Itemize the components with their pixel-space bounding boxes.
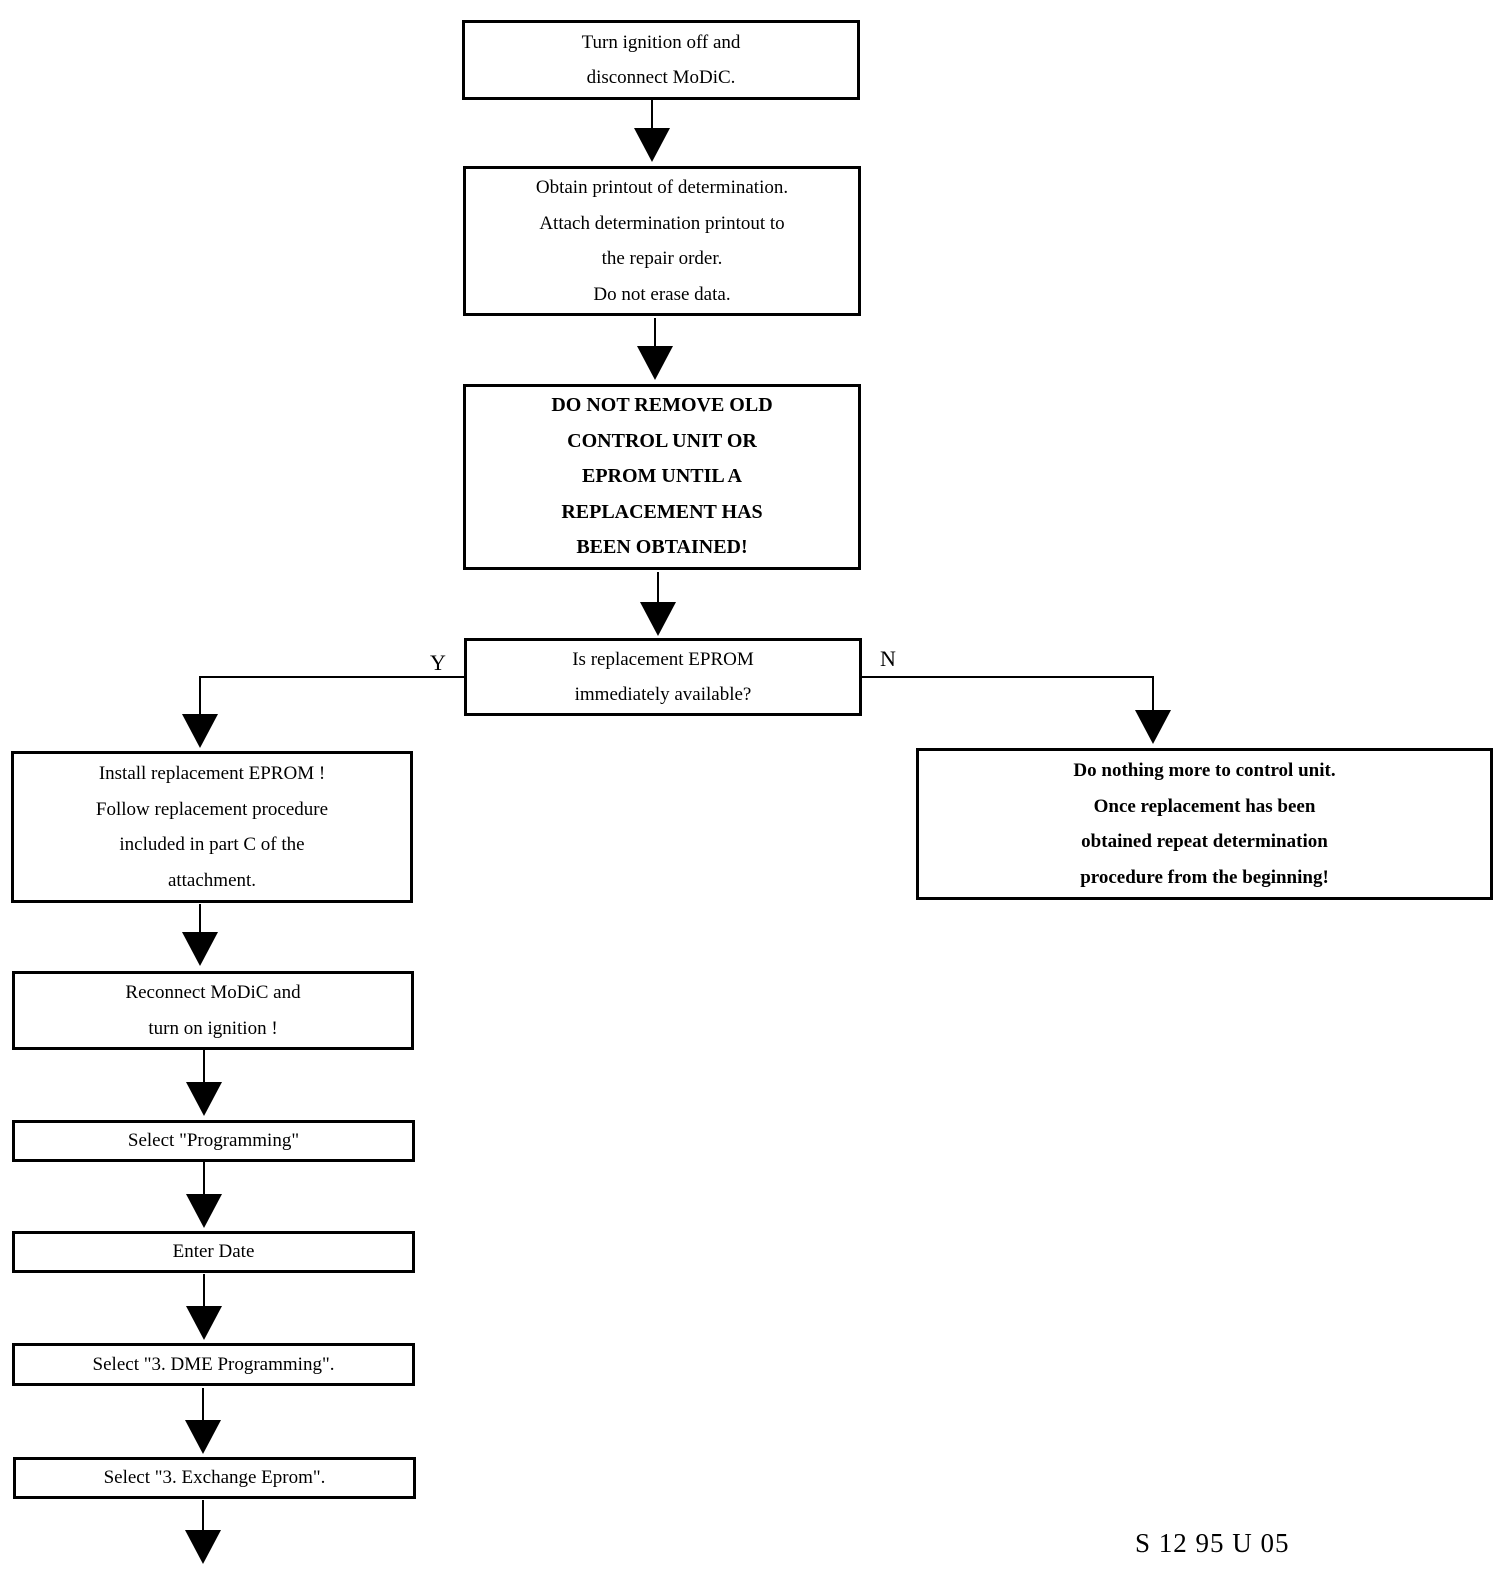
step-obtain-printout: Obtain printout of determination. Attach… (463, 166, 861, 316)
step-text-line: turn on ignition ! (148, 1017, 278, 1039)
arrowhead (182, 932, 218, 966)
step-text-line: obtained repeat determination (1081, 831, 1328, 852)
branch-label-no: N (880, 646, 896, 671)
step-reconnect-modic: Reconnect MoDiC and turn on ignition ! (12, 971, 414, 1050)
step-text-line: procedure from the beginning! (1080, 866, 1329, 888)
step-text-line: Once replacement has been (1093, 795, 1316, 817)
step-do-nothing: Do nothing more to control unit. Once re… (916, 748, 1493, 900)
warning-text-line: REPLACEMENT HAS (561, 500, 763, 523)
step-text: Select "3. Exchange Eprom". (103, 1467, 326, 1489)
step-install-replacement: Install replacement EPROM ! Follow repla… (11, 751, 413, 903)
decision-replacement-available: Is replacement EPROM immediately availab… (464, 638, 862, 716)
branch-label-yes: Y (430, 650, 446, 675)
step-text: Select "3. DME Programming". (92, 1353, 335, 1375)
arrowhead (1135, 710, 1171, 744)
step-text: Select "Programming" (127, 1130, 300, 1152)
step-turn-ignition-off: Turn ignition off and disconnect MoDiC. (462, 20, 860, 100)
decision-text-line: Is replacement EPROM (572, 648, 754, 670)
step-text-line: the repair order. (601, 248, 723, 269)
step-text-line: included in part C of the (119, 834, 305, 855)
connector-line-yes (199, 676, 465, 716)
arrowhead (186, 1306, 222, 1340)
arrowhead (185, 1420, 221, 1454)
step-enter-date: Enter Date (12, 1231, 415, 1273)
step-text-line: Install replacement EPROM ! (98, 763, 326, 784)
arrowhead (634, 128, 670, 162)
step-select-dme-programming: Select "3. DME Programming". (12, 1343, 415, 1386)
step-text-line: Attach determination printout to (539, 212, 785, 234)
step-text: Enter Date (172, 1241, 255, 1263)
step-select-exchange-eprom: Select "3. Exchange Eprom". (13, 1457, 416, 1499)
warning-text-line: CONTROL UNIT OR (567, 429, 757, 452)
step-text-line: Turn ignition off and (581, 31, 741, 53)
step-select-programming: Select "Programming" (12, 1120, 415, 1162)
arrowhead (640, 602, 676, 636)
step-warning: DO NOT REMOVE OLD CONTROL UNIT OR EPROM … (463, 384, 861, 570)
document-code: S 12 95 U 05 (1135, 1528, 1290, 1558)
step-text-line: Obtain printout of determination. (535, 177, 789, 198)
arrowhead (186, 1194, 222, 1228)
step-text-line: Reconnect MoDiC and (125, 982, 301, 1003)
step-text-line: Do not erase data. (593, 283, 731, 305)
arrowhead (182, 714, 218, 748)
connector-line-no (862, 676, 1154, 712)
warning-text-line: BEEN OBTAINED! (576, 536, 748, 559)
step-text-line: disconnect MoDiC. (586, 67, 736, 88)
arrowhead (186, 1082, 222, 1116)
step-text-line: Follow replacement procedure (95, 798, 329, 820)
decision-text-line: immediately available? (574, 684, 752, 705)
warning-text-line: DO NOT REMOVE OLD (551, 394, 773, 417)
step-text-line: attachment. (167, 869, 257, 891)
arrowhead (637, 346, 673, 380)
arrowhead (185, 1530, 221, 1564)
warning-text-line: EPROM UNTIL A (581, 465, 743, 488)
step-text-line: Do nothing more to control unit. (1073, 760, 1336, 781)
